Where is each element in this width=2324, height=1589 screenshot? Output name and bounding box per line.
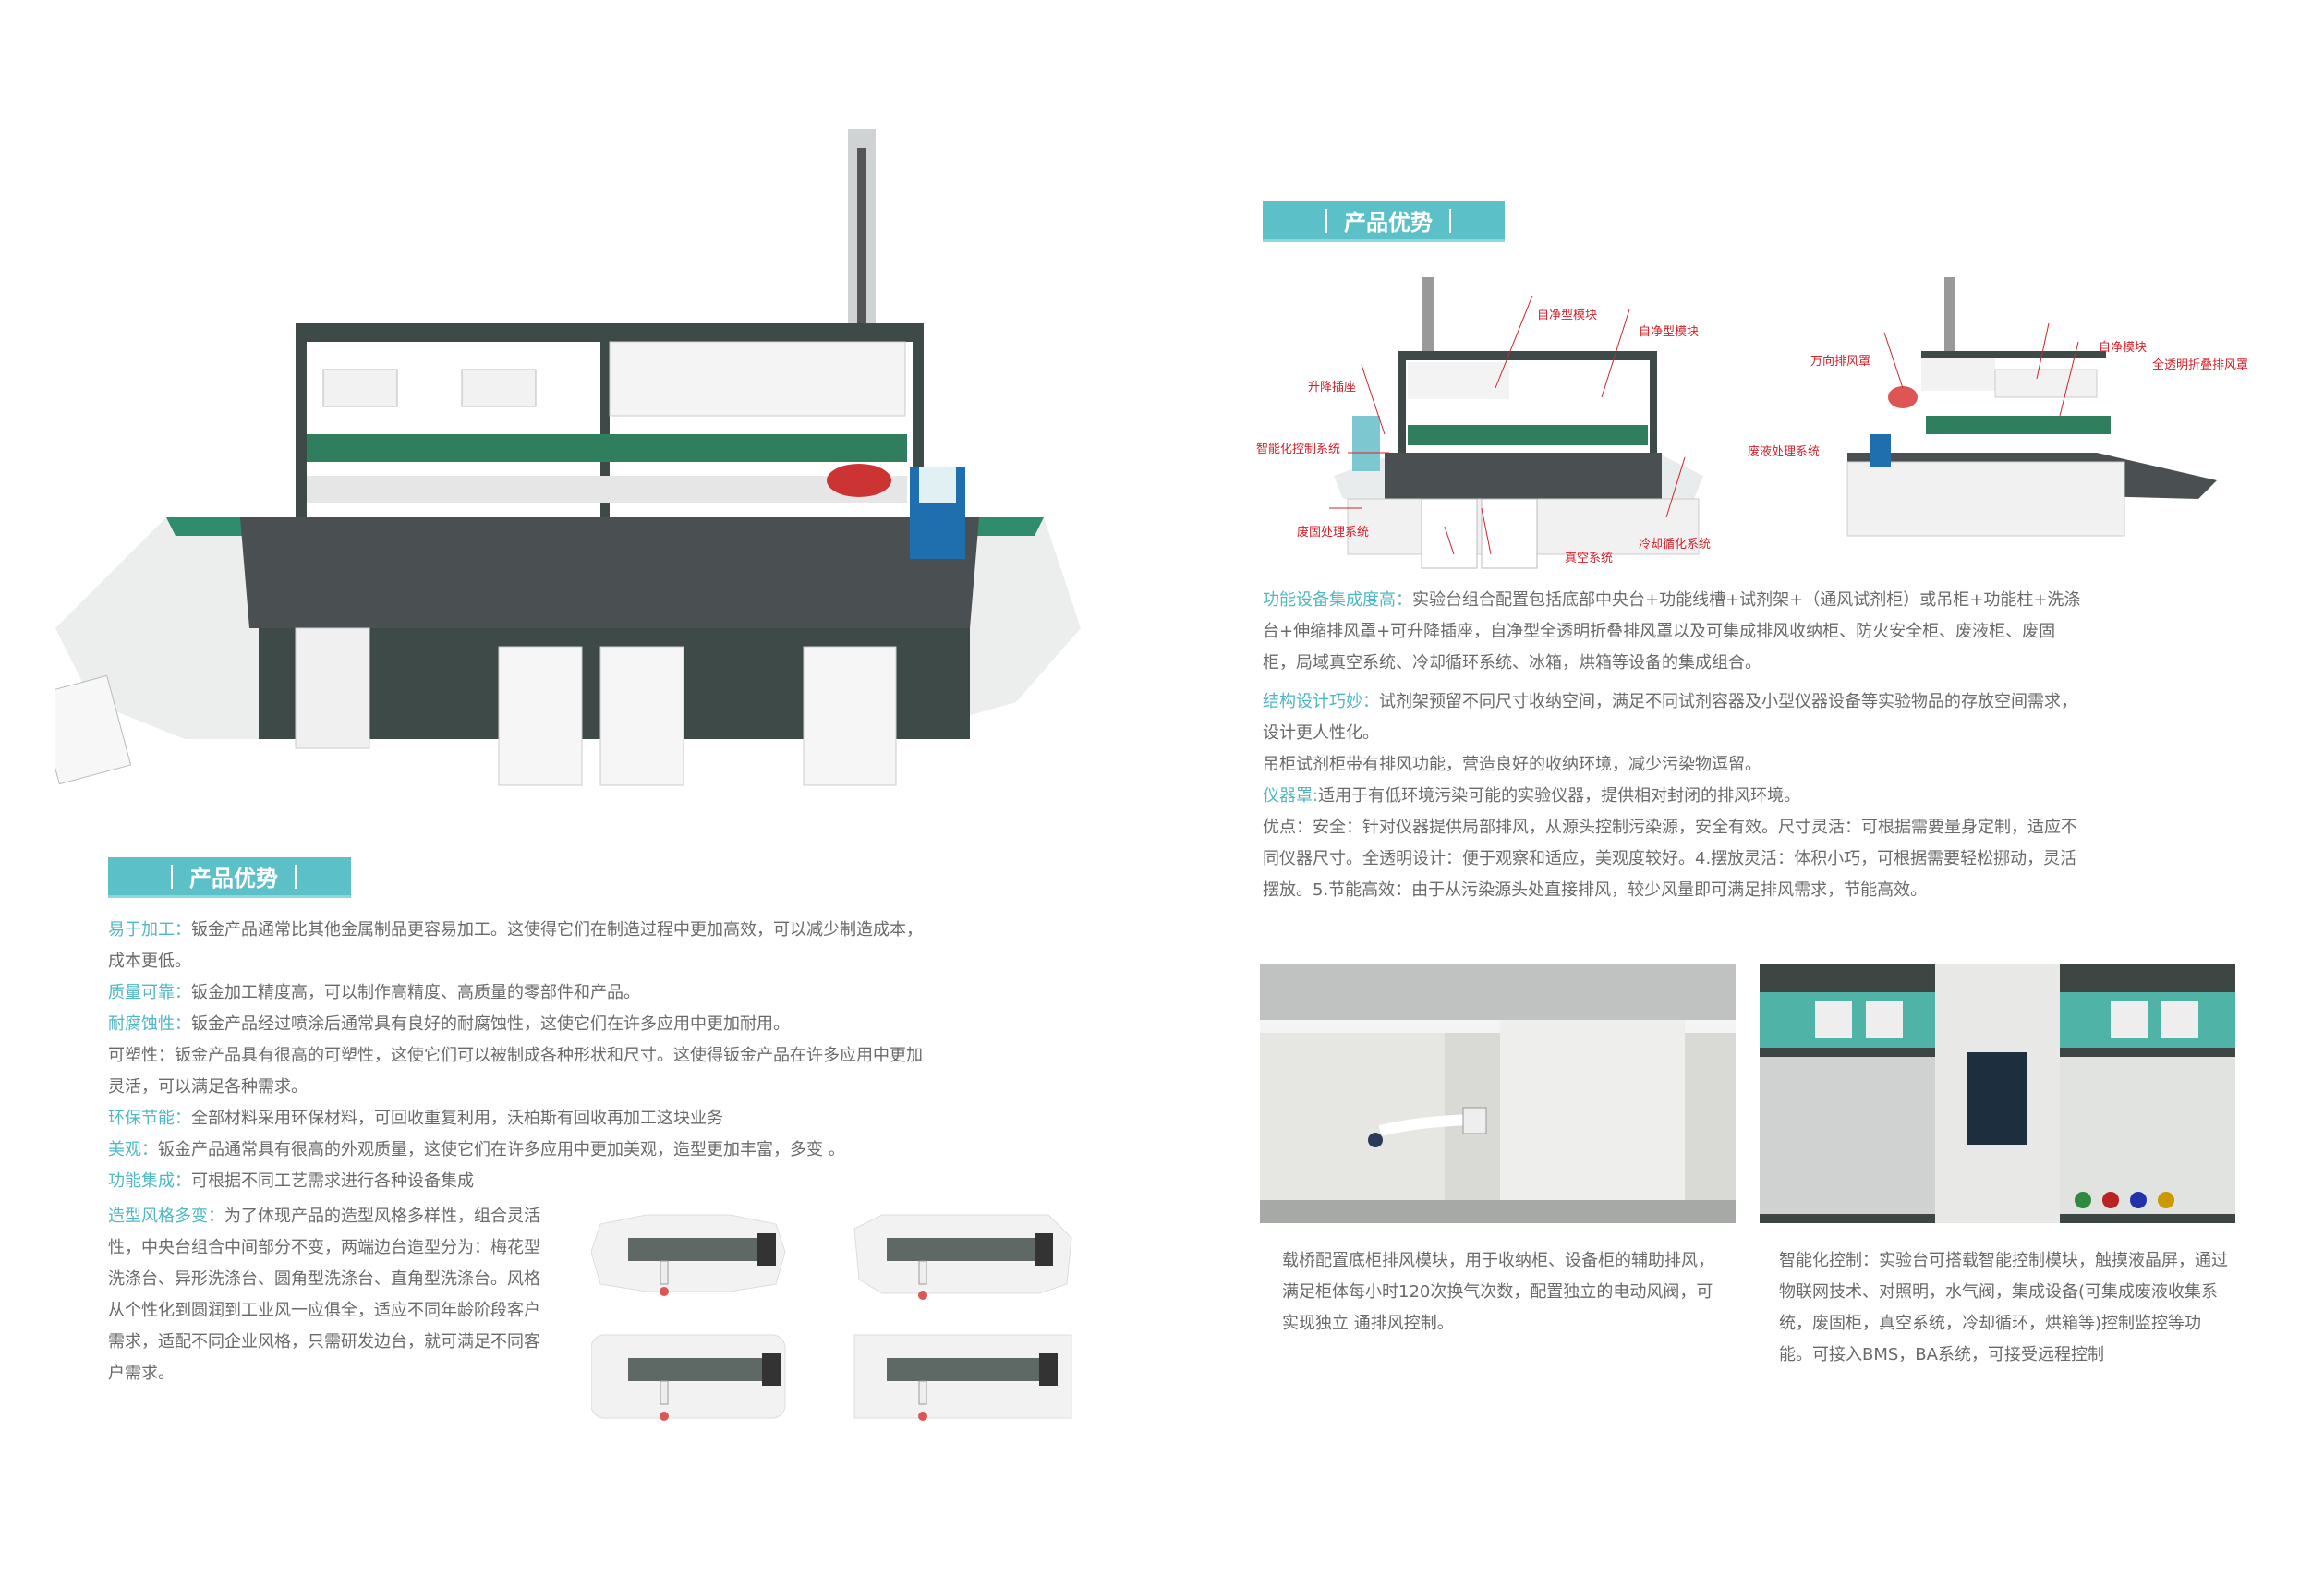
callout-label: 真空系统	[1565, 552, 1614, 565]
item-label: 环保节能：	[108, 1109, 191, 1128]
callout-label: 智能化控制系统	[1256, 443, 1341, 456]
divider	[171, 864, 173, 889]
advantage-item: 耐腐蚀性：钣金产品经过喷涂后通常具有良好的耐腐蚀性，这使它们在许多应用中更加耐用…	[108, 1009, 930, 1040]
section-header-left: 产品优势	[108, 857, 351, 898]
advantage-item: 吊柜试剂柜带有排风功能，营造良好的收纳环境，减少污染物逗留。	[1263, 749, 2085, 781]
layout-variant-right-angle	[853, 1334, 1072, 1421]
item-text: 适用于有低环境污染可能的实验仪器，提供相对封闭的排风环境。	[1318, 786, 1801, 806]
right-advantages-list: 功能设备集成度高：实验台组合配置包括底部中央台+功能线槽+试剂架+（通风试剂柜）…	[1263, 585, 2085, 906]
item-text: 实验台组合配置包括底部中央台+功能线槽+试剂架+（通风试剂柜）或吊柜+功能柱+洗…	[1263, 590, 2081, 673]
item-label: 易于加工：	[108, 920, 191, 940]
caption-smart-control: 智能化控制：实验台可搭载智能控制模块，触摸液晶屏，通过物联网技术、对照明，水气阀…	[1779, 1251, 2228, 1365]
item-label: 功能集成：	[108, 1171, 191, 1191]
layout-variant-irregular	[853, 1214, 1072, 1300]
advantage-item: 功能集成：可根据不同工艺需求进行各种设备集成	[108, 1166, 930, 1197]
item-text: 吊柜试剂柜带有排风功能，营造良好的收纳环境，减少污染物逗留。	[1263, 755, 1761, 774]
item-label: 造型风格多变：	[108, 1207, 224, 1226]
section-header-right: 产品优势	[1263, 201, 1505, 242]
item-text: 优点：安全：针对仪器提供局部排风，从源头控制污染源，安全有效。尺寸灵活：可根据需…	[1263, 818, 2077, 900]
item-label: 质量可靠：	[108, 983, 191, 1002]
caption-cabinet-exhaust: 载桥配置底柜排风模块，用于收纳柜、设备柜的辅助排风，满足柜体每小时120次换气次…	[1282, 1251, 1714, 1333]
item-text: 试剂架预留不同尺寸收纳空间，满足不同试剂容器及小型仪器设备等实验物品的存放空间需…	[1263, 692, 2077, 743]
advantage-item: 仪器罩:适用于有低环境污染可能的实验仪器，提供相对封闭的排风环境。	[1263, 781, 2085, 812]
item-text: 可塑性：钣金产品具有很高的可塑性，这使它们可以被制成各种形状和尺寸。这使得钣金产…	[108, 1046, 923, 1097]
advantage-item: 质量可靠：钣金加工精度高，可以制作高精度、高质量的零部件和产品。	[108, 977, 930, 1009]
item-text: 钣金产品通常比其他金属制品更容易加工。这使得它们在制造过程中更加高效，可以减少制…	[108, 920, 923, 971]
callout-label: 自净型模块	[1537, 309, 1598, 322]
callout-label: 升降插座	[1308, 381, 1357, 394]
style-variety-paragraph: 造型风格多变：为了体现产品的造型风格多样性，组合灵活性，中央台组合中间部分不变，…	[108, 1201, 556, 1389]
advantage-item: 环保节能：全部材料采用环保材料，可回收重复利用，沃柏斯有回收再加工这块业务	[108, 1103, 930, 1134]
layout-variants-grid	[591, 1210, 1081, 1437]
item-text: 为了体现产品的造型风格多样性，组合灵活性，中央台组合中间部分不变，两端边台造型分…	[108, 1207, 540, 1383]
callout-label: 废液处理系统	[1748, 445, 1821, 459]
section-title: 产品优势	[1344, 210, 1433, 236]
item-text: 全部材料采用环保材料，可回收重复利用，沃柏斯有回收再加工这块业务	[191, 1109, 723, 1128]
annotated-bench-diagram-side: 万向排风罩 自净模块 全透明折叠排风罩	[1810, 277, 2295, 573]
advantage-item: 易于加工：钣金产品通常比其他金属制品更容易加工。这使得它们在制造过程中更加高效，…	[108, 915, 930, 977]
callout-label: 废固处理系统	[1297, 526, 1370, 540]
item-label: 仪器罩:	[1263, 786, 1319, 806]
callout-label: 冷却循化系统	[1639, 538, 1712, 552]
item-text: 钣金产品经过喷涂后通常具有良好的耐腐蚀性，这使它们在许多应用中更加耐用。	[191, 1014, 790, 1034]
advantage-item: 功能设备集成度高：实验台组合配置包括底部中央台+功能线槽+试剂架+（通风试剂柜）…	[1263, 585, 2085, 679]
item-text: 钣金产品通常具有很高的外观质量，这使它们在许多应用中更加美观，造型更加丰富，多变…	[158, 1140, 845, 1159]
layout-variant-rounded	[591, 1334, 786, 1421]
item-text: 可根据不同工艺需求进行各种设备集成	[191, 1171, 474, 1191]
advantage-item: 美观：钣金产品通常具有很高的外观质量，这使它们在许多应用中更加美观，造型更加丰富…	[108, 1134, 930, 1166]
photo-cabinet-exhaust	[1260, 964, 1736, 1223]
layout-variant-plum	[591, 1214, 786, 1296]
section-title: 产品优势	[189, 866, 278, 892]
item-label: 耐腐蚀性：	[108, 1014, 191, 1034]
advantage-item: 优点：安全：针对仪器提供局部排风，从源头控制污染源，安全有效。尺寸灵活：可根据需…	[1263, 812, 2085, 906]
item-label: 结构设计巧妙：	[1263, 692, 1379, 711]
advantage-item: 可塑性：钣金产品具有很高的可塑性，这使它们可以被制成各种形状和尺寸。这使得钣金产…	[108, 1040, 930, 1103]
divider	[295, 864, 297, 889]
advantage-item: 结构设计巧妙：试剂架预留不同尺寸收纳空间，满足不同试剂容器及小型仪器设备等实验物…	[1263, 686, 2085, 749]
lab-bench-hero-image	[55, 129, 1099, 822]
item-label: 美观：	[108, 1140, 158, 1159]
callout-label: 自净模块	[2099, 341, 2148, 355]
annotated-bench-diagram-front: 自净型模块 自净型模块 升降插座 智能化控制系统 废液处理系统 废固处理系统 冷…	[1256, 277, 1833, 573]
callout-label: 自净型模块	[1639, 325, 1700, 339]
item-label: 功能设备集成度高：	[1263, 590, 1412, 610]
item-text: 钣金加工精度高，可以制作高精度、高质量的零部件和产品。	[191, 983, 640, 1002]
callout-label: 万向排风罩	[1810, 355, 1871, 369]
callout-label: 全透明折叠排风罩	[2152, 358, 2249, 372]
divider	[1325, 208, 1327, 233]
divider	[1449, 208, 1451, 233]
photo-smart-control	[1760, 964, 2235, 1223]
left-advantages-list: 易于加工：钣金产品通常比其他金属制品更容易加工。这使得它们在制造过程中更加高效，…	[108, 915, 930, 1197]
